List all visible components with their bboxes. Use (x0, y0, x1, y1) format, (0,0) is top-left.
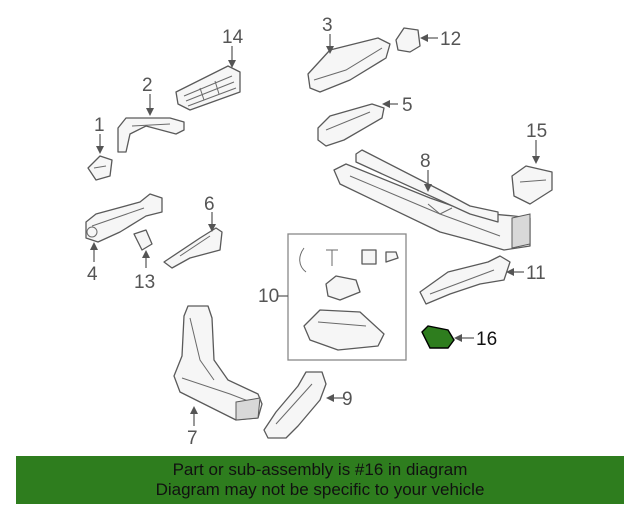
banner-line-1: Part or sub-assembly is #16 in diagram (172, 460, 468, 479)
callout-6: 6 (204, 194, 215, 215)
part-1-clip (87, 155, 113, 181)
part-14-vent-grille (175, 65, 241, 111)
part-3-duct (307, 37, 391, 93)
callout-7: 7 (187, 428, 198, 449)
part-5-duct (317, 103, 385, 147)
callout-11: 11 (526, 263, 546, 284)
callout-10: 10 (258, 286, 279, 307)
callout-2: 2 (142, 75, 153, 96)
callout-1: 1 (94, 115, 105, 136)
banner-line-2: Diagram may not be specific to your vehi… (155, 480, 485, 499)
callout-16: 16 (476, 329, 497, 350)
part-7-floor-duct (173, 305, 263, 421)
part-12-bracket (395, 27, 421, 53)
part-4-duct (85, 193, 163, 243)
callout-8: 8 (420, 151, 431, 172)
callout-9: 9 (342, 389, 353, 410)
part-6-trim (163, 227, 223, 269)
part-10-kit-box (287, 233, 407, 361)
callout-3: 3 (322, 15, 333, 36)
callout-12: 12 (440, 29, 461, 50)
part-15-bracket (511, 165, 553, 205)
part-11-duct (419, 255, 511, 305)
callout-14: 14 (222, 27, 244, 48)
part-13-clip (133, 229, 153, 251)
parts-diagram: 14 2 1 3 12 5 15 (85, 15, 553, 449)
callout-5: 5 (402, 95, 413, 116)
callout-15: 15 (526, 121, 547, 142)
part-2-duct (117, 117, 185, 153)
part-9-duct (263, 371, 327, 439)
info-banner: Part or sub-assembly is #16 in diagram D… (16, 456, 624, 504)
callout-13: 13 (134, 272, 155, 293)
callout-4: 4 (87, 264, 98, 285)
part-16-pad (421, 325, 455, 349)
